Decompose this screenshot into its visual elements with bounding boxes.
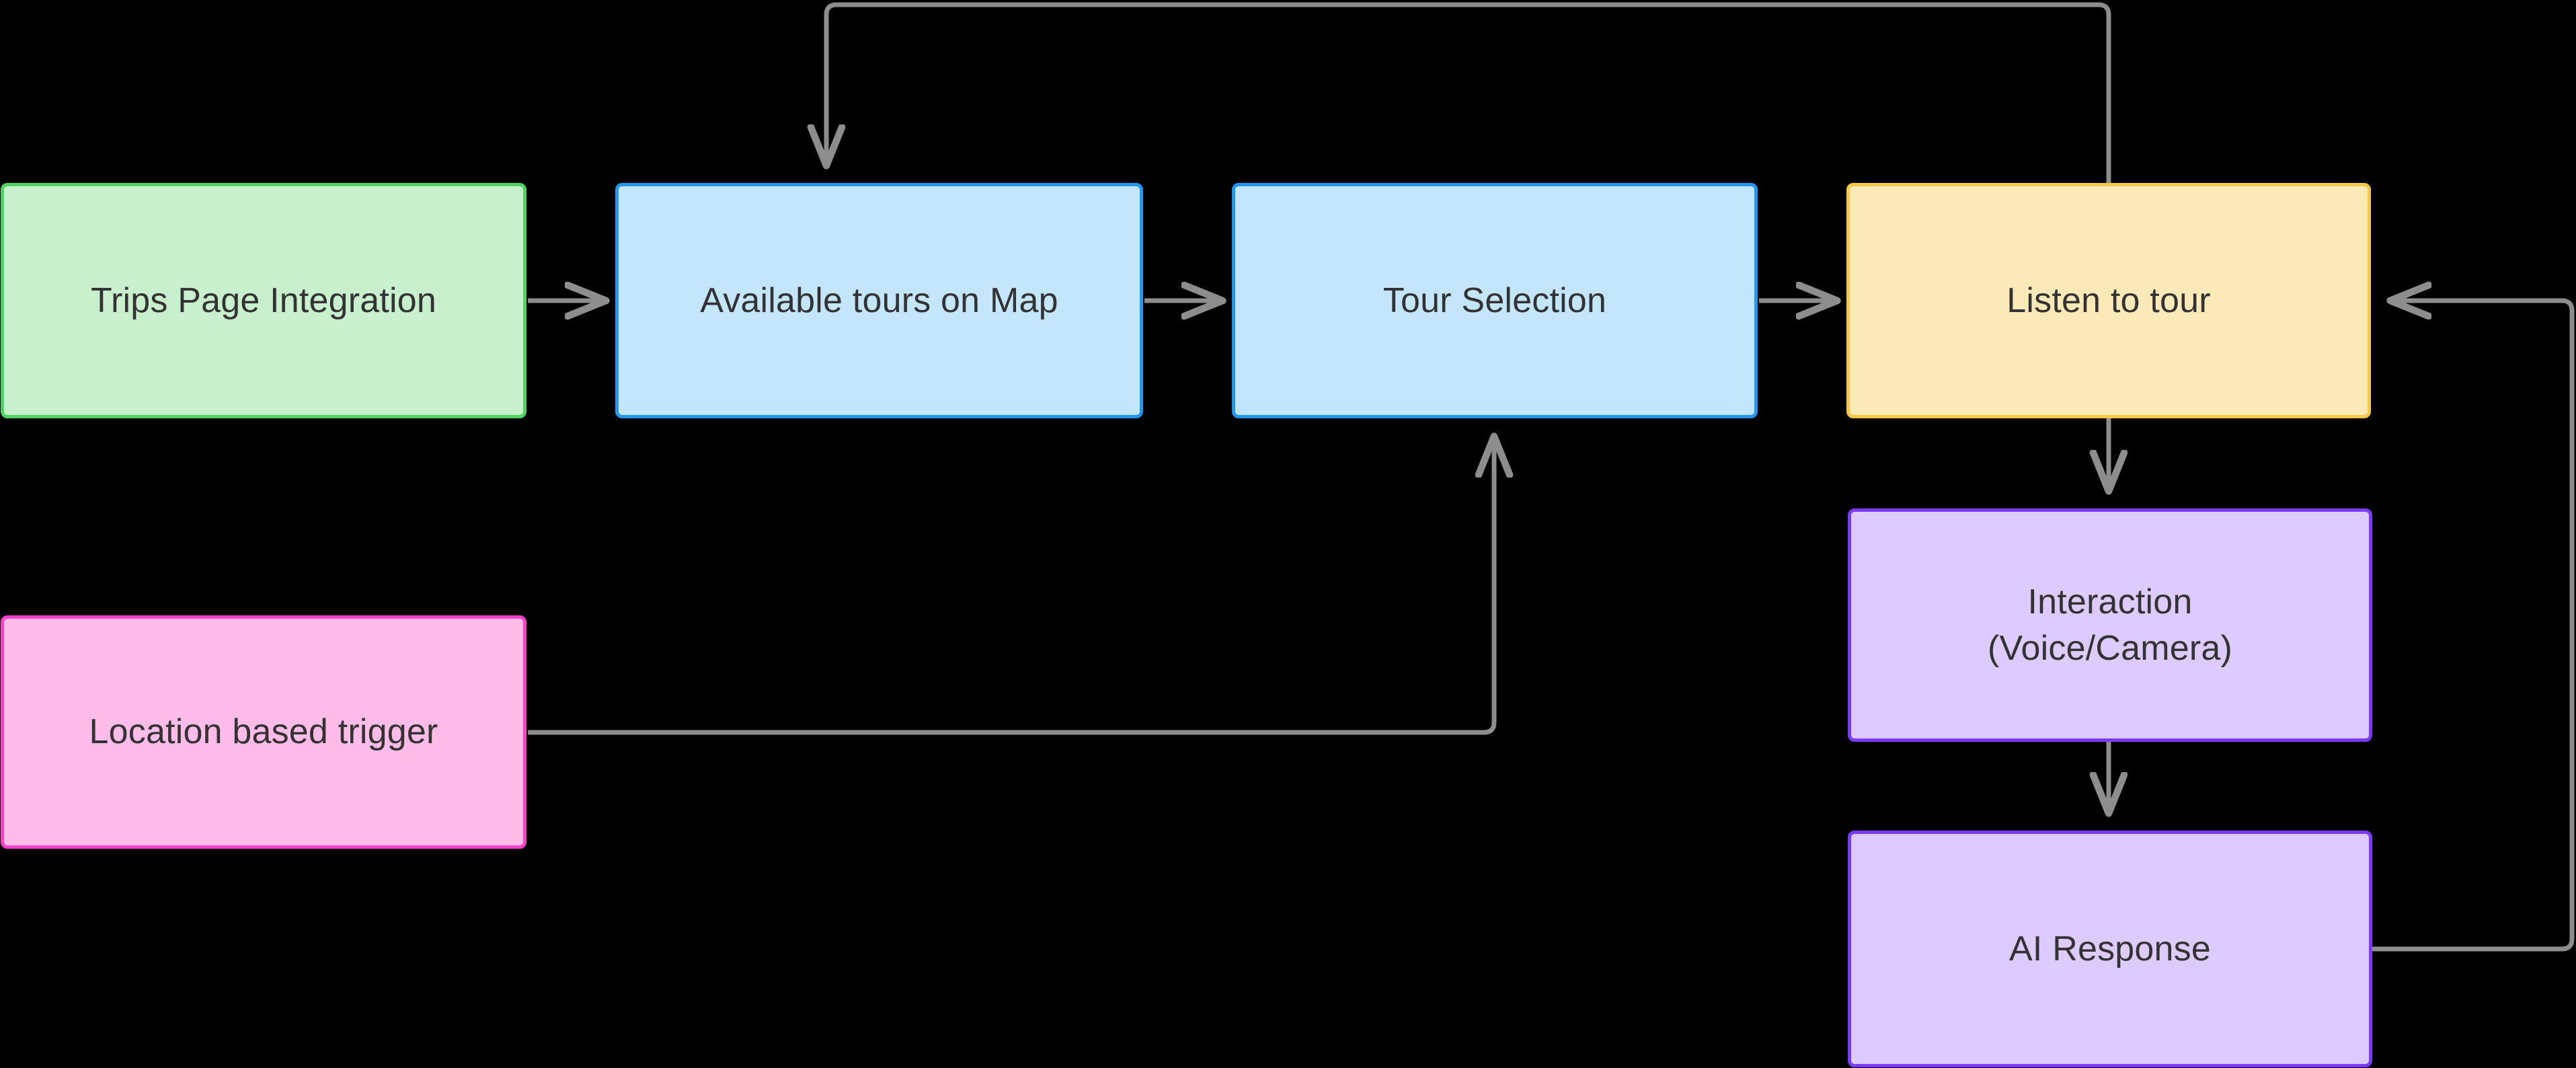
node-tour-selection[interactable]: Tour Selection	[1232, 183, 1758, 418]
node-label: Tour Selection	[1382, 280, 1607, 320]
edge-ai-response-to-listen	[2372, 301, 2575, 952]
node-label: Trips Page Integration	[90, 280, 437, 320]
node-location-based-trigger[interactable]: Location based trigger	[1, 615, 526, 849]
node-listen-to-tour[interactable]: Listen to tour	[1846, 183, 2371, 418]
node-available-tours-on-map[interactable]: Available tours on Map	[615, 183, 1143, 418]
node-label: Listen to tour	[2006, 280, 2211, 320]
node-ai-response[interactable]: AI Response	[1848, 831, 2372, 1067]
edge-trigger-to-tour-selection	[528, 437, 1494, 735]
node-trips-page-integration[interactable]: Trips Page Integration	[1, 183, 526, 418]
node-label: Interaction (Voice/Camera)	[1987, 582, 2233, 668]
node-label: AI Response	[2009, 929, 2211, 968]
node-interaction-voice-camera[interactable]: Interaction (Voice/Camera)	[1848, 508, 2372, 742]
node-label: Available tours on Map	[700, 280, 1058, 320]
node-label: Location based trigger	[89, 712, 438, 752]
edge-listen-to-map-feedback	[826, 2, 2111, 183]
